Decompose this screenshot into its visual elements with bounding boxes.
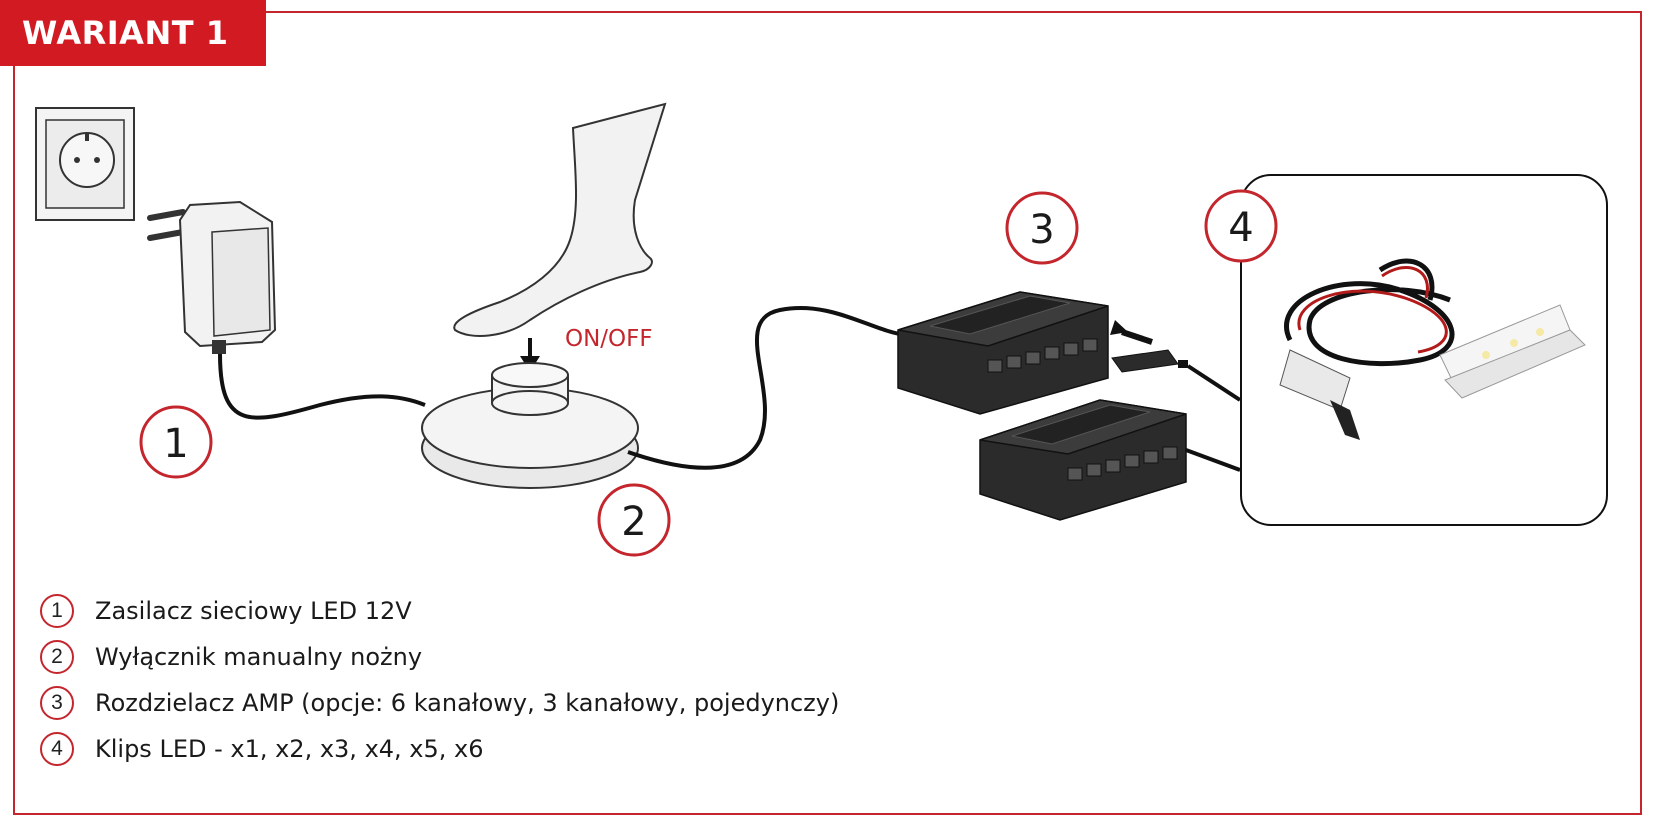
foot-switch-icon	[421, 362, 639, 489]
badge-2-label: 2	[621, 499, 646, 545]
title-banner: WARIANT 1	[0, 0, 266, 66]
diagram-frame	[13, 11, 1642, 815]
badge-4: 4	[1204, 189, 1278, 263]
banner-title: WARIANT 1	[22, 14, 229, 52]
cable-distributor	[1185, 448, 1241, 472]
cable-plug	[1186, 364, 1242, 402]
distributor-icon	[979, 399, 1187, 521]
distributor-icon	[897, 291, 1109, 415]
legend-number: 3	[40, 686, 74, 720]
legend-text: Wyłącznik manualny nożny	[95, 643, 423, 671]
badge-1-label: 1	[163, 421, 188, 467]
switch-label: ON/OFF	[565, 326, 653, 352]
cable-switch-distributor	[627, 306, 906, 470]
power-adapter-icon	[147, 200, 277, 354]
badge-2: 2	[597, 483, 671, 557]
legend-number: 1	[40, 594, 74, 628]
arrow-icon	[1110, 320, 1153, 345]
foot-icon	[453, 102, 667, 337]
badge-4-label: 4	[1228, 205, 1253, 251]
cable-adapter-switch	[218, 353, 426, 420]
wall-socket-icon	[35, 107, 135, 221]
badge-1: 1	[139, 405, 213, 479]
badge-3-label: 3	[1029, 207, 1054, 253]
legend-text: Zasilacz sieciowy LED 12V	[95, 597, 412, 625]
legend-text: Klips LED - x1, x2, x3, x4, x5, x6	[95, 735, 484, 763]
connector-plug-icon	[1111, 349, 1188, 373]
legend-number: 2	[40, 640, 74, 674]
legend-number: 4	[40, 732, 74, 766]
badge-3: 3	[1005, 191, 1079, 265]
legend-text: Rozdzielacz AMP (opcje: 6 kanałowy, 3 ka…	[95, 689, 840, 717]
led-clip-photo	[1240, 174, 1608, 526]
